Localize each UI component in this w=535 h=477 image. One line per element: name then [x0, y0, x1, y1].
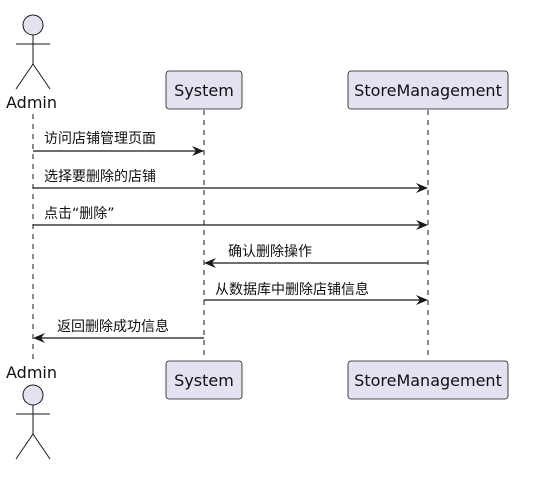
- store-participant-top: StoreManagement: [347, 70, 509, 110]
- message-6-arrowhead: [33, 333, 45, 343]
- system-participant-bottom: System: [165, 360, 243, 400]
- message-5-arrowhead: [416, 295, 428, 305]
- store-box-bottom: [347, 360, 509, 400]
- message-2: 选择要删除的店铺: [33, 169, 428, 193]
- admin-actor-top: Admin: [6, 14, 57, 112]
- admin-actor-bottom-legs: [15, 433, 51, 460]
- admin-actor-bottom-head: [22, 384, 44, 406]
- message-3-label: 点击“删除”: [44, 206, 115, 222]
- admin-actor-head: [22, 14, 44, 36]
- message-2-arrowhead: [416, 183, 428, 193]
- message-4-arrowhead: [204, 258, 216, 268]
- message-6-label: 返回删除成功信息: [57, 318, 169, 335]
- message-4-label: 确认删除操作: [228, 244, 312, 260]
- system-label-bottom: System: [174, 371, 234, 390]
- admin-actor-bottom: Admin: [6, 363, 57, 460]
- message-5: 从数据库中删除店铺信息: [204, 281, 428, 305]
- system-box-bottom: [165, 360, 243, 400]
- system-box-top: [165, 70, 243, 110]
- store-label-bottom: StoreManagement: [354, 371, 502, 390]
- store-box-top: [347, 70, 509, 110]
- admin-actor-legs: [15, 63, 51, 90]
- message-6: 返回删除成功信息: [33, 318, 204, 343]
- message-3: 点击“删除”: [33, 206, 428, 230]
- store-participant-bottom: StoreManagement: [347, 360, 509, 400]
- message-3-arrowhead: [416, 220, 428, 230]
- message-1-label: 访问店铺管理页面: [44, 131, 156, 147]
- message-4: 确认删除操作: [204, 244, 428, 268]
- message-2-label: 选择要删除的店铺: [44, 169, 156, 185]
- admin-label-top: Admin: [6, 93, 57, 112]
- message-1-arrowhead: [192, 146, 204, 156]
- message-1: 访问店铺管理页面: [33, 131, 204, 156]
- admin-label-bottom: Admin: [6, 363, 57, 382]
- system-label-top: System: [174, 81, 234, 100]
- system-participant-top: System: [165, 70, 243, 110]
- message-5-label: 从数据库中删除店铺信息: [215, 281, 369, 298]
- store-label-top: StoreManagement: [354, 81, 502, 100]
